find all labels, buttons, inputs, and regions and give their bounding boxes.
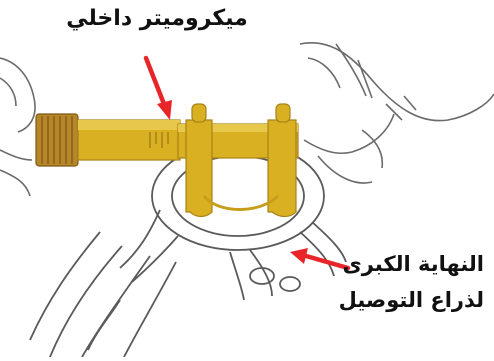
left-hand	[0, 58, 35, 196]
micrometer-label: ميكروميتر داخلي	[52, 6, 262, 31]
big-end-label-line2: لذراع التوصيل	[339, 288, 484, 312]
right-hand	[300, 43, 494, 183]
big-end-label-line1: النهاية الكبرى	[342, 252, 484, 276]
arrow-micrometer	[146, 58, 172, 120]
inside-micrometer	[36, 104, 298, 217]
